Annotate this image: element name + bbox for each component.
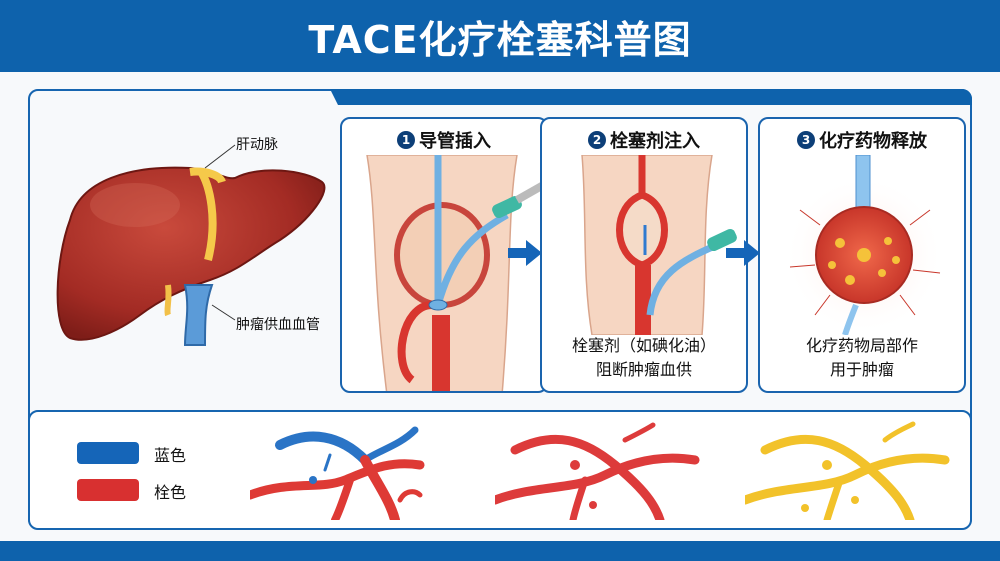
arrow-right-icon: [508, 240, 542, 266]
step-3-caption-line-1: 化疗药物局部作: [805, 336, 918, 355]
legend-swatch-red: [77, 479, 139, 501]
legend-panel: [28, 410, 972, 530]
yellow-vessels-icon: [745, 421, 950, 520]
step-2-title: 2 栓塞剂注入: [542, 127, 746, 153]
step-number-badge: 2: [588, 131, 606, 149]
step-2-card: 2 栓塞剂注入 栓塞剂（如碘化油） 阻断肿瘤血供: [540, 117, 748, 393]
liver-illustration: 肝动脉 肿瘤供血血管: [40, 110, 330, 400]
step-2-caption-line-1: 栓塞剂（如碘化油）: [571, 336, 716, 355]
blue-red-vessels-icon: [250, 426, 425, 520]
header-banner: TACE化疗栓塞科普图: [0, 0, 1000, 72]
legend-label-blue: 蓝色: [154, 446, 187, 465]
top-band-decoration: [330, 89, 972, 105]
red-vessels-icon: [495, 422, 700, 520]
liver-icon: [56, 144, 326, 346]
label-tumor-vessel: 肿瘤供血血管: [236, 317, 320, 333]
step-number-badge: 1: [397, 131, 415, 149]
step-1-title: 1 导管插入: [342, 127, 546, 153]
legend-label-red: 栓色: [154, 483, 187, 502]
step-3-caption-line-2: 用于肿瘤: [829, 360, 894, 379]
tumor-drug-release-icon: [784, 155, 944, 335]
legend-swatch-blue: [77, 442, 139, 464]
step-1-card: 1 导管插入: [340, 117, 548, 393]
arrow-right-icon: [726, 240, 760, 266]
embolic-injection-icon: [581, 155, 737, 335]
catheter-insertion-icon: [366, 155, 546, 391]
page-title: TACE化疗栓塞科普图: [308, 17, 692, 62]
step-3-title: 3 化疗药物释放: [760, 127, 964, 153]
step-number-badge: 3: [797, 131, 815, 149]
step-2-caption-line-2: 阻断肿瘤血供: [595, 360, 692, 379]
step-3-card: 3 化疗药物释放: [758, 117, 966, 393]
footer-banner: [0, 541, 1000, 561]
label-hepatic-artery: 肝动脉: [236, 137, 278, 153]
